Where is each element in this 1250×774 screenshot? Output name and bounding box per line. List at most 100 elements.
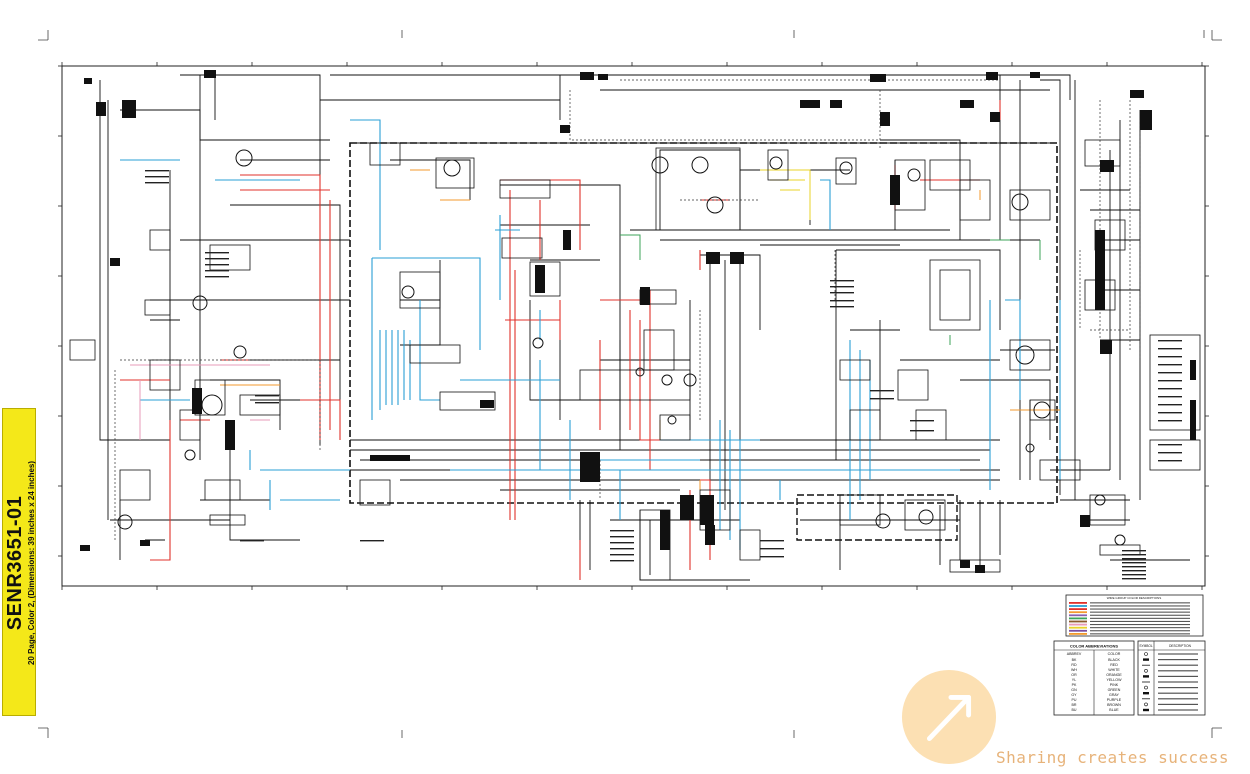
- component-box: [767, 149, 789, 181]
- legend-abbrev-code: GY: [1071, 693, 1077, 697]
- label-mark: [610, 560, 634, 562]
- connector-block: [225, 420, 235, 450]
- label-mark: [830, 292, 854, 294]
- component-box: [619, 369, 691, 401]
- legend-symbol-description-mark: [1158, 698, 1198, 700]
- label-mark: [1122, 570, 1146, 572]
- wire-blue: [1005, 299, 1021, 400]
- legend-wire-swatch: [1069, 608, 1087, 610]
- wire-black: [330, 74, 561, 120]
- wire-black: [120, 109, 201, 460]
- device-circle: [443, 159, 461, 177]
- legend-symbol-glyph: [1143, 675, 1149, 678]
- component-box: [839, 359, 871, 381]
- component-box: [1009, 189, 1051, 221]
- legend-abbrev-title: COLOR ABBREVIATIONS: [1070, 644, 1119, 649]
- watermark-logo-icon: [901, 669, 997, 765]
- connector-block: [800, 100, 820, 108]
- legend-abbrev-code: WH: [1071, 668, 1077, 672]
- label-mark: [145, 176, 169, 178]
- wire-red: [240, 174, 321, 440]
- component-box: [1009, 339, 1051, 371]
- legend-symbol-glyph: [1144, 668, 1148, 673]
- legend-symbol-description-mark: [1158, 692, 1198, 694]
- label-mark: [1158, 340, 1182, 342]
- component-box: [144, 299, 171, 316]
- connector-block: [680, 495, 694, 520]
- label-mark: [145, 182, 169, 184]
- connector-block: [960, 100, 974, 108]
- legend-wire-swatch: [1069, 620, 1087, 623]
- component-box: [399, 271, 441, 309]
- connector-block: [640, 287, 650, 305]
- component-labels: [145, 170, 1182, 580]
- legend-symbol-description-mark: [1158, 687, 1198, 689]
- component-box: [501, 237, 543, 259]
- connector-block: [1100, 340, 1112, 354]
- wire-black: [529, 300, 620, 401]
- wire-black: [99, 80, 170, 441]
- legend-symbol-description-mark: [1158, 703, 1198, 705]
- legend-abbrev-code: BU: [1072, 708, 1077, 712]
- component-box: [1149, 334, 1201, 431]
- wire-dotted: [569, 90, 880, 141]
- legend-symbol-description-mark: [1158, 709, 1198, 711]
- legend-symbol-glyph: [1143, 708, 1149, 712]
- legend-abbrev-code: YL: [1072, 678, 1076, 682]
- label-mark: [610, 542, 634, 544]
- wire-black: [560, 74, 1071, 100]
- legend-abbrev-header-color: COLOR: [1108, 652, 1121, 656]
- label-mark: [870, 390, 894, 392]
- component-box: [435, 157, 475, 189]
- label-mark: [1122, 558, 1146, 560]
- connector-block: [1095, 230, 1105, 270]
- label-mark: [1122, 574, 1146, 576]
- wire-black: [836, 249, 1001, 330]
- legend-symbols-header-description: DESCRIPTION: [1169, 644, 1191, 648]
- connector-block: [975, 565, 985, 573]
- connector-block: [870, 74, 886, 82]
- device-circle: [651, 156, 669, 174]
- legend-abbrev-color: PINK: [1110, 683, 1119, 687]
- component-box: [915, 409, 947, 441]
- legend-abbrev-code: PU: [1072, 698, 1077, 702]
- component-box: [929, 259, 981, 331]
- wires-yellow: [760, 169, 811, 220]
- wires-green: [620, 234, 1041, 345]
- wire-blue: [372, 257, 481, 350]
- label-mark: [1158, 372, 1182, 374]
- legend-wire-swatch: [1069, 626, 1087, 629]
- device-circle: [839, 161, 853, 175]
- wire-red: [300, 399, 341, 440]
- label-mark: [1122, 550, 1146, 552]
- legend-abbrev-code: PK: [1072, 683, 1077, 687]
- document-number: SENR3651-01: [4, 495, 26, 631]
- device-circle: [1033, 401, 1051, 419]
- legend-wire-description-mark: [1090, 627, 1190, 629]
- legend-wire-swatch: [1069, 633, 1087, 635]
- component-box: [119, 469, 151, 501]
- connector-block: [1190, 360, 1196, 380]
- label-mark: [1122, 566, 1146, 568]
- device-circle: [184, 449, 196, 461]
- legend-wire-description-mark: [1090, 605, 1190, 607]
- connector-block: [1080, 515, 1090, 527]
- legend-wire-swatch: [1069, 623, 1087, 626]
- connector-block: [96, 102, 106, 116]
- component-box: [904, 499, 946, 531]
- component-box: [529, 261, 561, 297]
- connector-block: [140, 540, 150, 546]
- legend-wire-swatch: [1069, 614, 1087, 617]
- wire-black: [390, 159, 471, 200]
- legend-abbrev-color: WHITE: [1108, 668, 1120, 672]
- wire-blue: [419, 300, 440, 401]
- legend-symbol-description-mark: [1158, 670, 1198, 672]
- connector-block: [1130, 90, 1144, 98]
- component-box: [1089, 494, 1126, 526]
- connector-block: [1095, 270, 1105, 310]
- label-mark: [1158, 444, 1182, 446]
- legend-abbrev-color: GRAY: [1109, 693, 1120, 697]
- connector-block: [560, 125, 570, 133]
- label-mark: [360, 540, 384, 542]
